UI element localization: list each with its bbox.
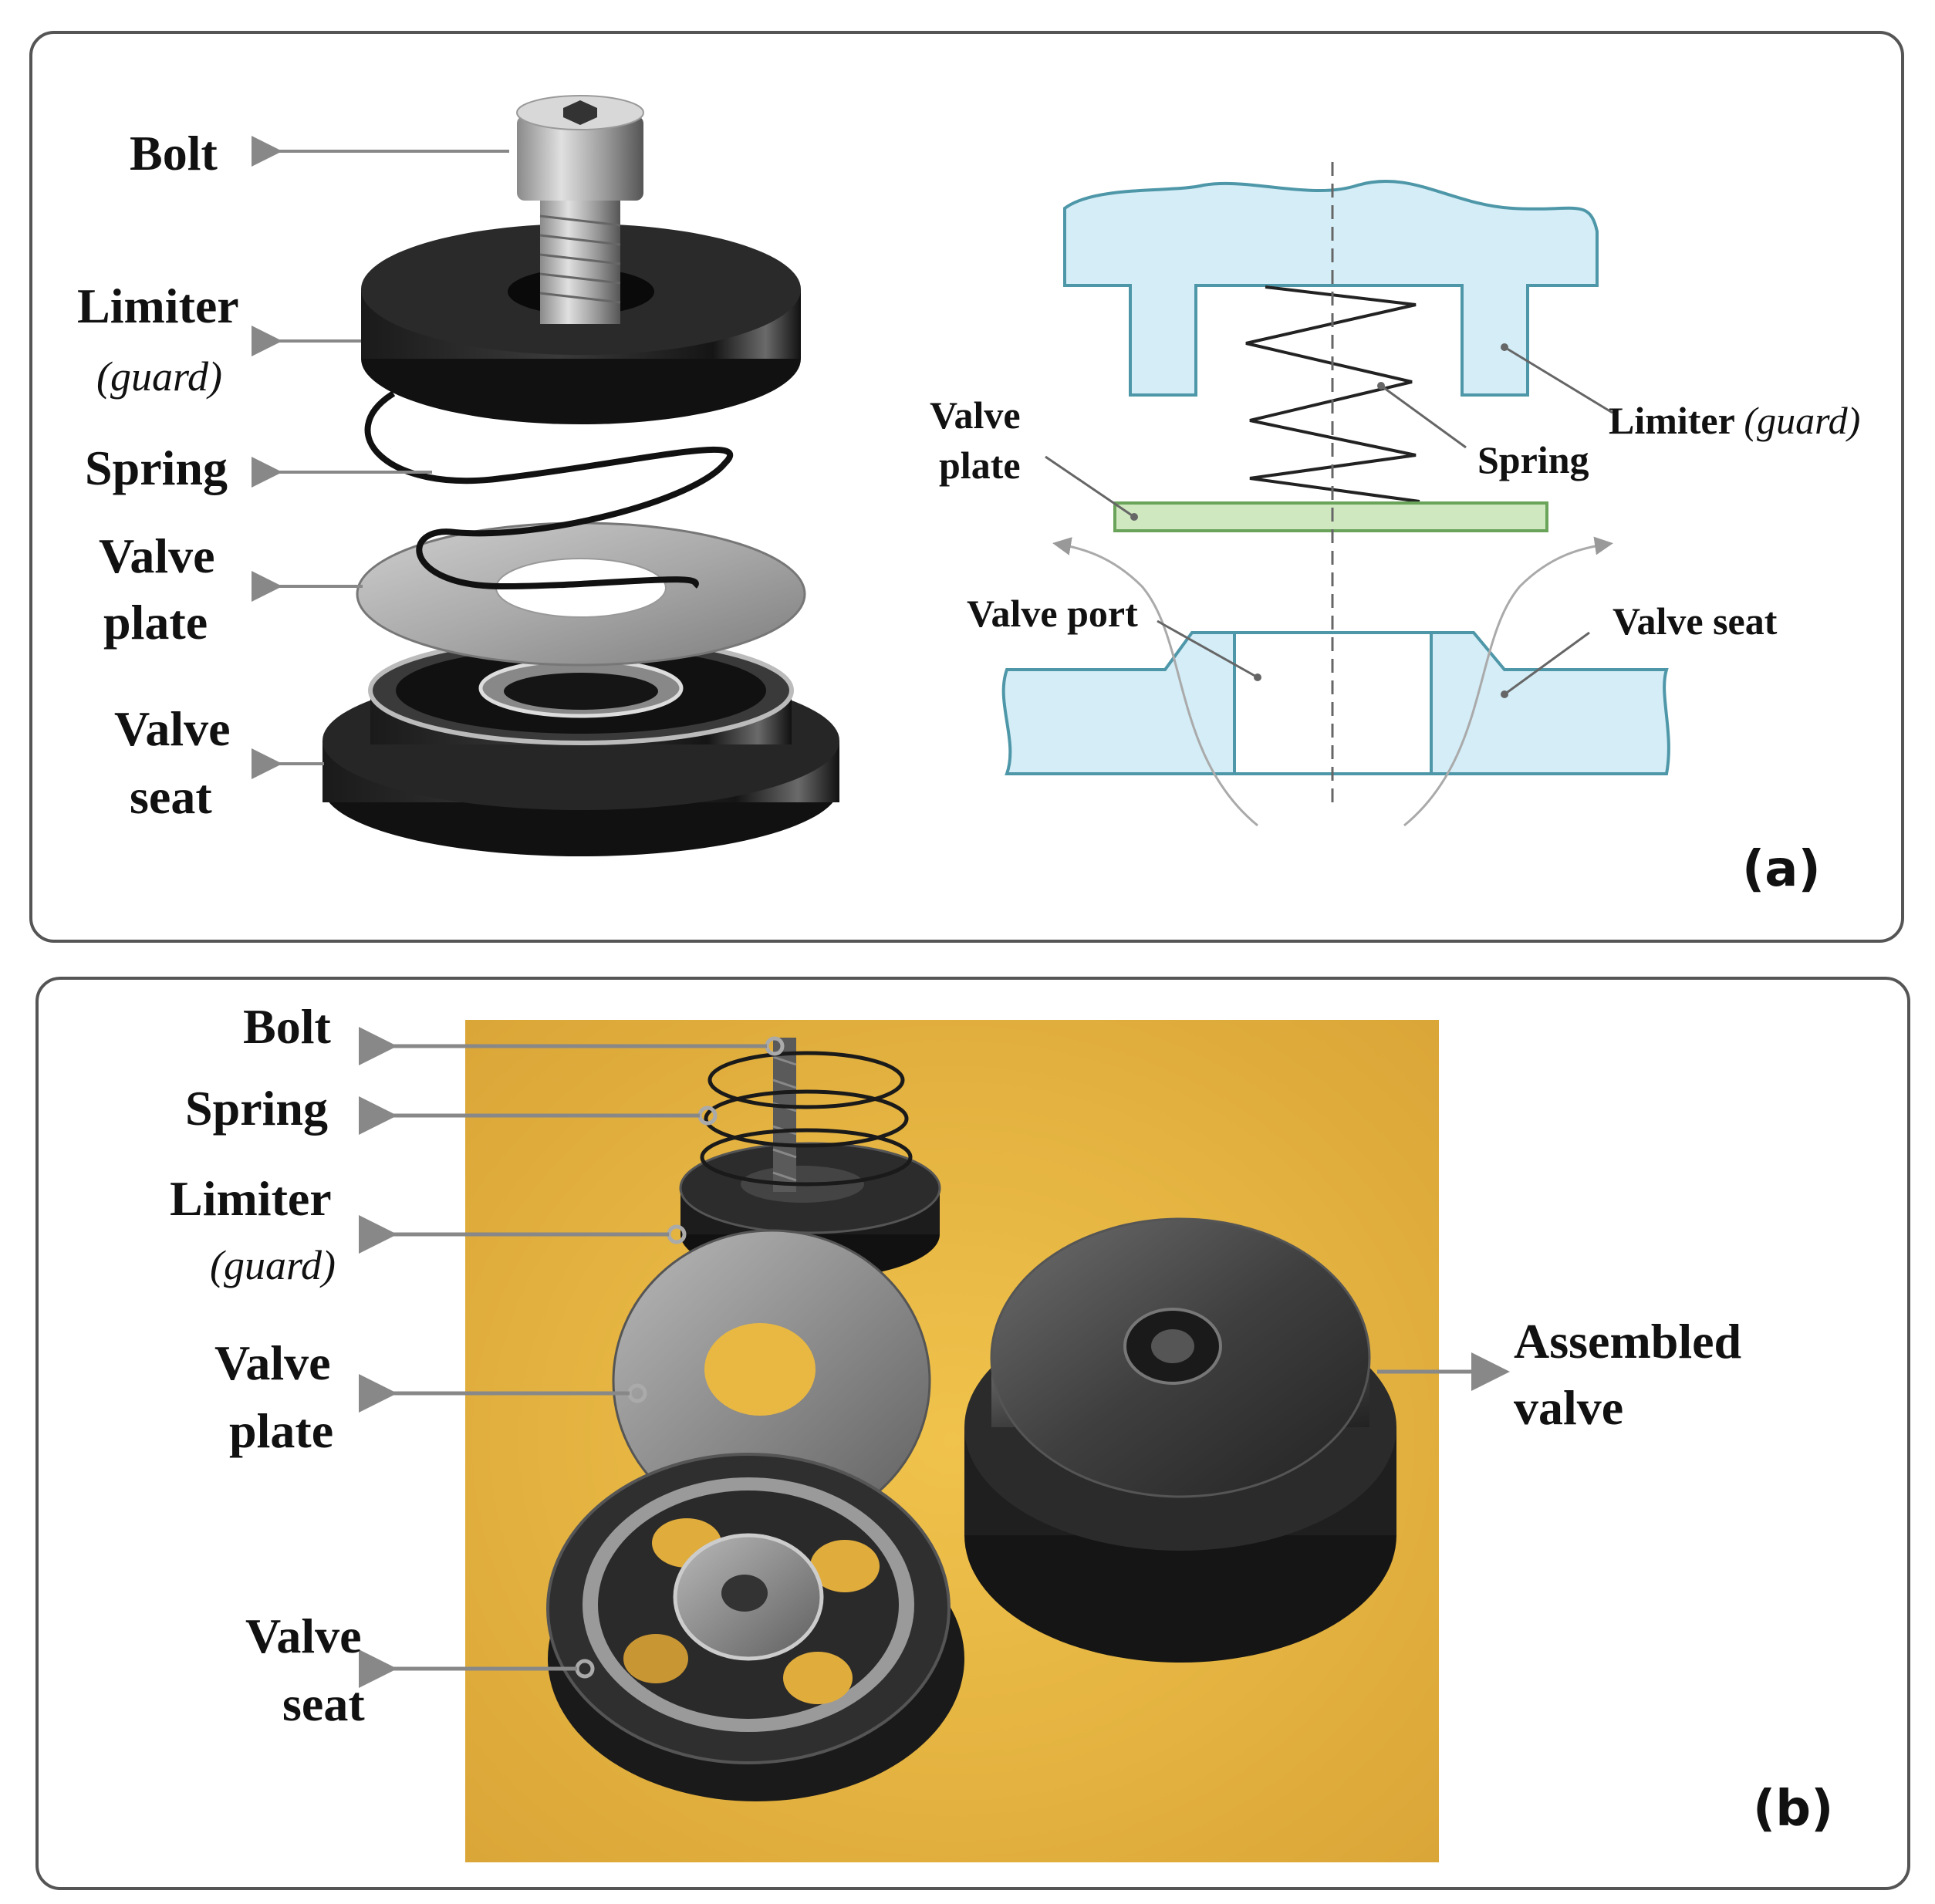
panel-b-tag: (b) xyxy=(1753,1781,1833,1838)
exploded-view-illustration xyxy=(322,95,839,856)
label-a-valve-plate-1: Valve xyxy=(99,528,215,583)
label-b-valve-seat-2: seat xyxy=(282,1676,365,1731)
label-schem-limiter: Limiter (guard) xyxy=(1609,399,1860,442)
schematic-labels: Valve plate Spring Limiter (guard) Valve… xyxy=(930,393,1860,643)
exploded-view-labels: Bolt Limiter (guard) Spring Valve plate … xyxy=(77,126,509,824)
panel-a-frame xyxy=(29,31,1904,943)
label-b-valve-seat-1: Valve xyxy=(245,1609,362,1663)
label-b-assembled-1: Assembled xyxy=(1514,1314,1741,1369)
label-a-limiter-guard: (guard) xyxy=(96,353,222,400)
label-a-spring: Spring xyxy=(85,441,228,495)
label-b-limiter-guard: (guard) xyxy=(210,1242,336,1288)
label-b-assembled-2: valve xyxy=(1514,1380,1623,1435)
label-schem-spring: Spring xyxy=(1477,438,1589,481)
label-a-valve-seat-1: Valve xyxy=(114,701,231,756)
label-a-limiter: Limiter xyxy=(77,279,239,333)
label-schem-valve-seat: Valve seat xyxy=(1612,599,1778,643)
label-b-valve-plate-2: plate xyxy=(229,1403,333,1458)
panel-a-tag: (a) xyxy=(1742,841,1821,898)
label-a-valve-plate-2: plate xyxy=(103,595,208,650)
photo-of-valve-parts xyxy=(465,1020,1439,1862)
photo-labels: Bolt Spring Limiter (guard) Valve plate … xyxy=(170,999,1741,1731)
label-b-bolt: Bolt xyxy=(243,999,331,1054)
schematic-valve-plate xyxy=(1113,501,1548,532)
label-b-valve-plate-1: Valve xyxy=(214,1335,331,1390)
label-schem-valve-plate-2: plate xyxy=(939,444,1021,487)
label-b-spring: Spring xyxy=(185,1081,328,1136)
label-a-bolt: Bolt xyxy=(130,126,218,181)
label-b-limiter: Limiter xyxy=(170,1171,332,1226)
label-a-valve-seat-2: seat xyxy=(130,769,212,824)
label-schem-valve-port: Valve port xyxy=(967,592,1138,635)
valve-schematic xyxy=(1001,162,1670,827)
label-schem-valve-plate-1: Valve xyxy=(930,393,1021,437)
